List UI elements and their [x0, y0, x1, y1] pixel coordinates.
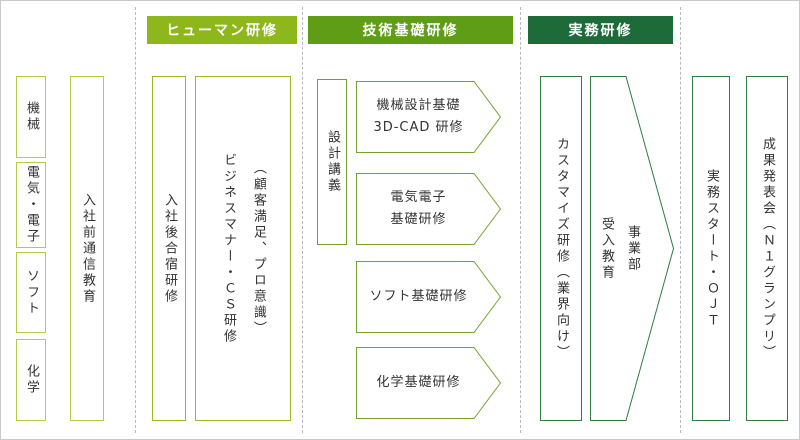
- arrow-box-mechanical-cad: 機械設計基礎 3D-CAD 研修: [356, 81, 501, 153]
- arrow-shape: [356, 81, 501, 153]
- header-practical-label: 実務研修: [568, 23, 633, 39]
- category-label-electric: 電気・電子: [23, 165, 39, 245]
- header-practical-training: 実務研修: [528, 16, 673, 44]
- section-divider: [680, 7, 681, 433]
- arrow-shape: [356, 173, 501, 245]
- box-ojt-start: 実務スタート・ＯＪＴ: [692, 76, 730, 421]
- arrow-shape: [356, 347, 501, 419]
- arrow-box-division-acceptance: 事業部 受入教育: [590, 76, 674, 421]
- box-results-presentation: 成果発表会（Ｎ１グランプリ）: [746, 76, 788, 421]
- box-business-manner-cs: （顧客満足、プロ意識） ビジネスマナー・ＣＳ研修: [195, 76, 291, 421]
- box-customize-training: カスタマイズ研修（業界向け）: [540, 76, 582, 421]
- header-tech-label: 技術基礎研修: [362, 23, 459, 39]
- arrow-shape: [356, 261, 501, 333]
- customize-training-label: カスタマイズ研修（業界向け）: [553, 136, 569, 361]
- box-design-lecture: 設計講義: [317, 79, 347, 245]
- header-tech-basic-training: 技術基礎研修: [308, 16, 513, 44]
- box-post-employment-camp: 入社後合宿研修: [152, 76, 186, 421]
- arrow-label-chemistry-basic: 化学基礎研修: [376, 374, 461, 390]
- arrow-box-software-basic: ソフト基礎研修: [356, 261, 501, 333]
- header-human-training: ヒューマン研修: [147, 16, 297, 44]
- results-presentation-label: 成果発表会（Ｎ１グランプリ）: [759, 136, 775, 361]
- arrow-box-electric-basic: 電気電子 基礎研修: [356, 173, 501, 245]
- business-manner-cs-label: （顧客満足、プロ意識） ビジネスマナー・ＣＳ研修: [221, 152, 266, 345]
- arrow-label-mechanical-cad: 機械設計基礎 3D-CAD 研修: [373, 97, 464, 135]
- category-label-machine: 機械: [23, 101, 39, 133]
- ojt-start-label: 実務スタート・ＯＪＴ: [703, 168, 719, 329]
- design-lecture-label: 設計講義: [324, 130, 340, 194]
- post-employment-camp-label: 入社後合宿研修: [161, 192, 177, 305]
- pentagon-arrow-shape: [590, 76, 674, 421]
- section-divider: [520, 7, 521, 433]
- section-divider: [135, 7, 136, 433]
- category-label-software: ソフト: [23, 268, 39, 317]
- arrow-label-software-basic: ソフト基礎研修: [369, 288, 468, 304]
- section-divider: [302, 7, 303, 433]
- header-human-label: ヒューマン研修: [166, 23, 278, 39]
- category-box-machine: 機械: [16, 76, 46, 158]
- division-acceptance-label-wrap: 事業部 受入教育: [590, 76, 648, 421]
- box-pre-employment-correspondence: 入社前通信教育: [70, 76, 104, 421]
- pre-employment-correspondence-label: 入社前通信教育: [79, 192, 95, 305]
- arrow-box-chemistry-basic: 化学基礎研修: [356, 347, 501, 419]
- category-box-chemistry: 化学: [16, 339, 46, 421]
- category-box-software: ソフト: [16, 252, 46, 333]
- category-label-chemistry: 化学: [23, 364, 39, 396]
- category-box-electric: 電気・電子: [16, 162, 46, 248]
- arrow-label-electric-basic: 電気電子 基礎研修: [390, 189, 447, 227]
- division-acceptance-label: 事業部 受入教育: [599, 216, 640, 281]
